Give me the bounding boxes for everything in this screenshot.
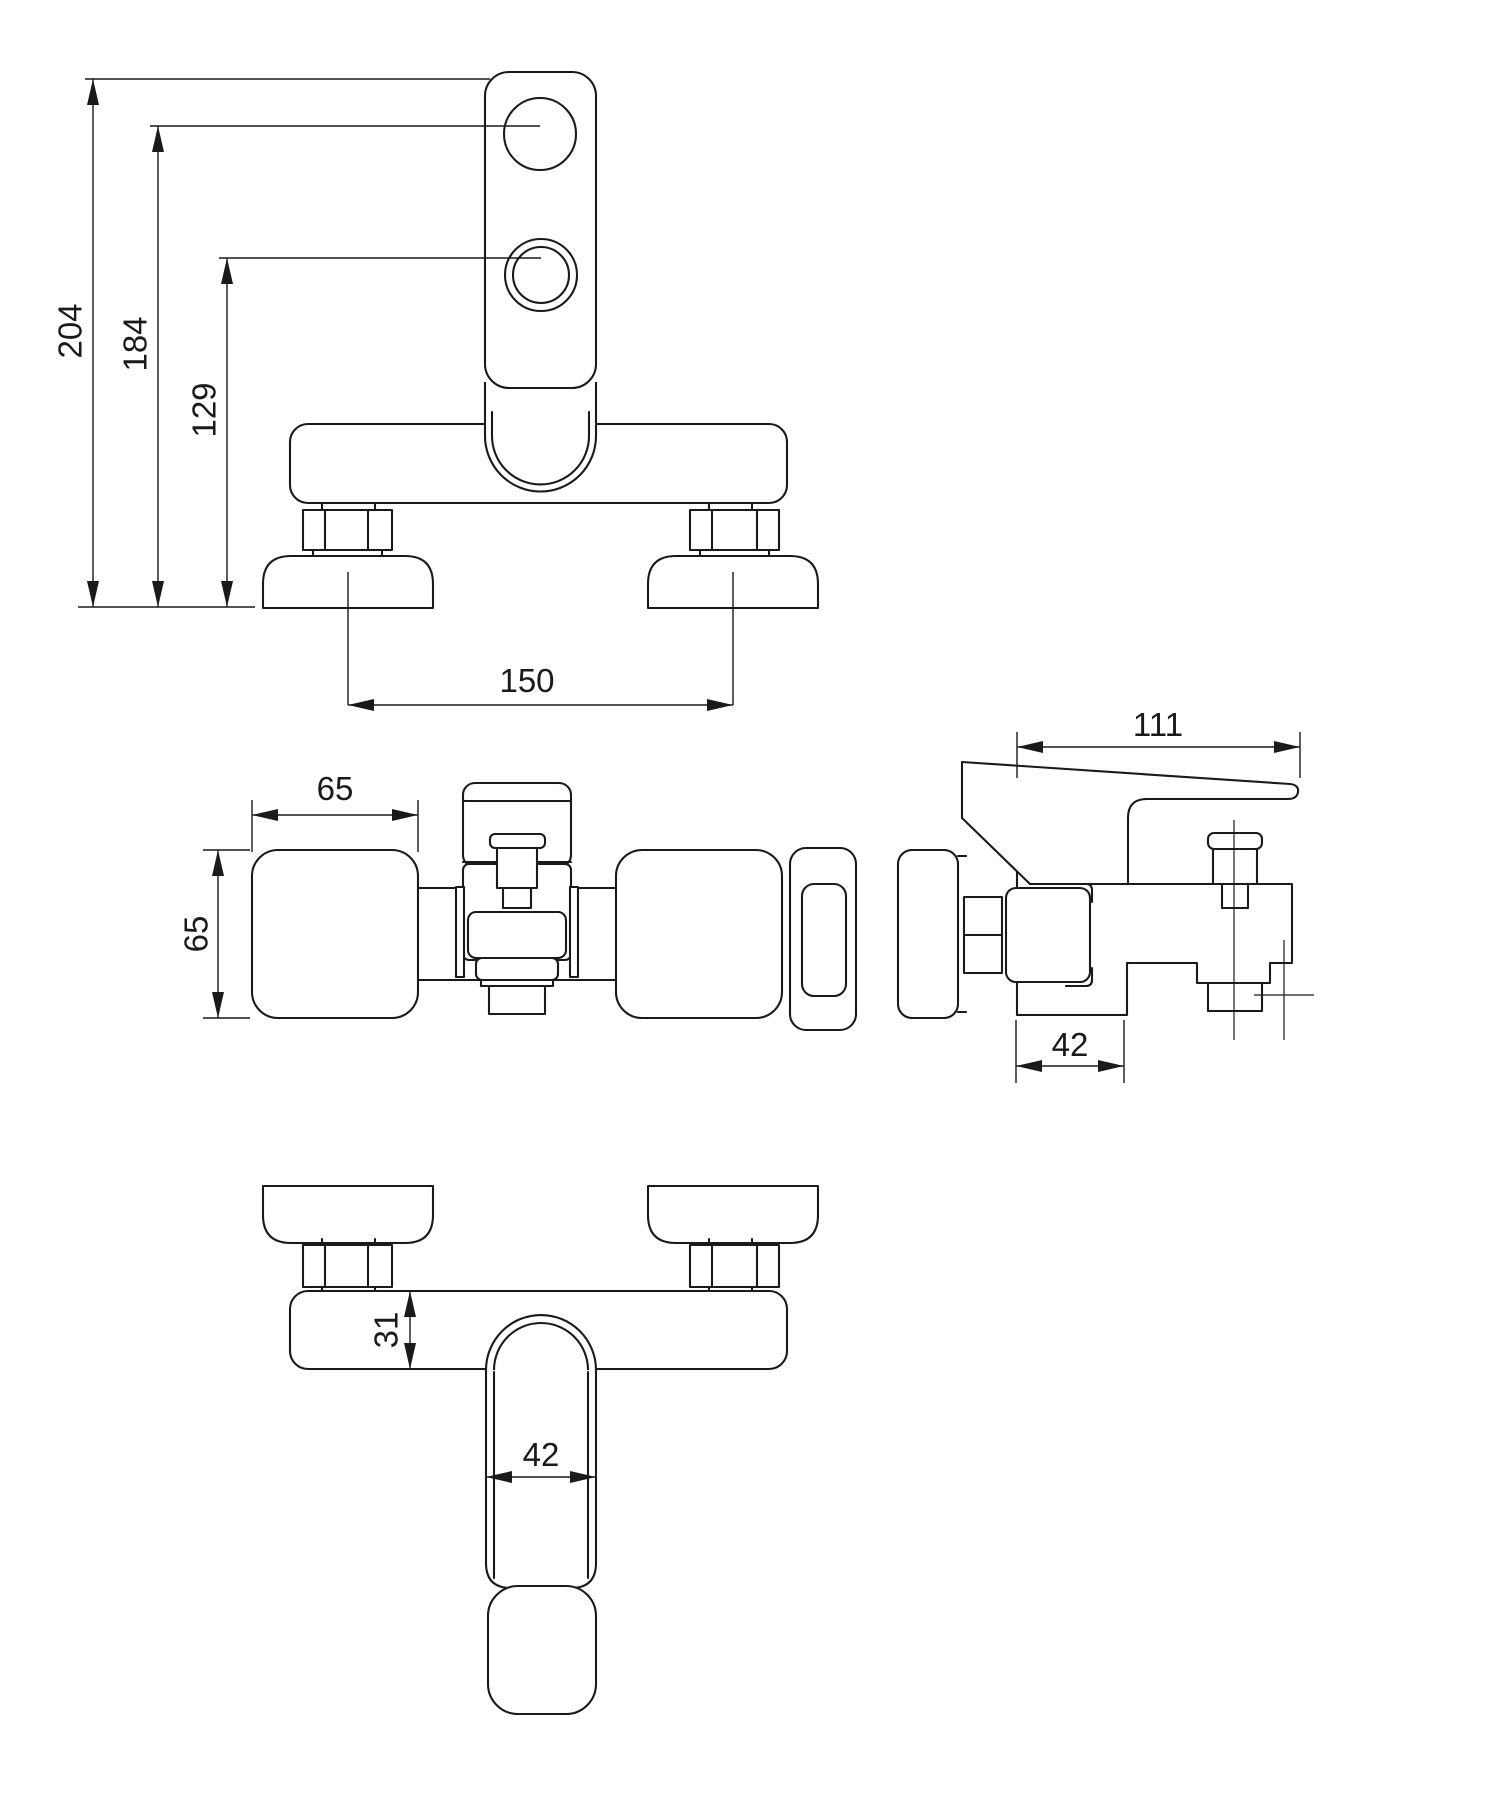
- side-spout-axis-cross: [1254, 940, 1314, 1040]
- front-u-connector-inner: [490, 410, 591, 486]
- side-dimensions: 111 42: [1015, 706, 1301, 1083]
- plan-outlet-nose: [487, 984, 547, 1016]
- front-left-nut-facets: [323, 508, 370, 552]
- bottom-left-nut-facets: [323, 1243, 370, 1289]
- bottom-flange-ticks: [320, 1237, 754, 1247]
- plan-right-flange: [614, 848, 784, 1020]
- bottom-handle-dome-outer: [484, 1313, 598, 1372]
- arrowheads-42-side: [1016, 1060, 1124, 1072]
- side-diverter-collar: [1220, 882, 1250, 910]
- bottom-bar-ticks: [320, 1285, 754, 1293]
- front-upper-hole: [502, 96, 578, 172]
- plan-handle-cap: [488, 832, 547, 850]
- bottom-handle-grip: [486, 1584, 598, 1716]
- bottom-left-flange: [261, 1184, 435, 1245]
- plan-handle-stem: [495, 846, 539, 890]
- plan-witness-65h: [251, 800, 419, 852]
- bottom-right-nut-facets: [710, 1243, 759, 1289]
- bottom-left-hex-nut: [301, 1243, 394, 1289]
- plan-dimensions: 65 65: [178, 770, 419, 1019]
- front-lower-hole-outer: [503, 237, 579, 313]
- side-view: 111 42: [788, 706, 1314, 1083]
- front-lower-hole-inner: [511, 245, 571, 305]
- bottom-view: 31 42: [261, 1184, 820, 1716]
- bottom-handle-dome-fill: [486, 1315, 596, 1370]
- bottom-handle-dome-inner: [492, 1321, 590, 1372]
- side-lever-handle: [960, 760, 1300, 886]
- dim-label-129: 129: [186, 382, 223, 437]
- side-mount-plate: [896, 848, 960, 1020]
- dim-label-65v: 65: [178, 916, 215, 953]
- dim-label-42-side: 42: [1052, 1026, 1089, 1063]
- bottom-right-hex-nut: [688, 1243, 781, 1289]
- side-escutcheon-face: [800, 882, 848, 998]
- plan-view: 65 65: [178, 770, 784, 1020]
- front-right-hex-nut: [688, 508, 781, 552]
- dim-label-111: 111: [1133, 706, 1183, 743]
- side-diverter-stem: [1211, 847, 1259, 886]
- side-witness-111: [1016, 732, 1301, 778]
- side-plate-steps: [956, 854, 968, 1014]
- front-view: 204 184 129 150: [52, 70, 820, 711]
- arrowheads-31: [404, 1291, 416, 1369]
- dim-label-65h: 65: [317, 770, 354, 807]
- plan-left-ear: [454, 885, 466, 979]
- plan-cartridge-inner: [466, 910, 568, 960]
- side-diverter-cap: [1206, 831, 1264, 851]
- plan-right-ear: [568, 885, 580, 979]
- plan-left-flange: [250, 848, 420, 1020]
- front-u-connector: [483, 382, 598, 493]
- front-right-nut-facets: [710, 508, 759, 552]
- dim-label-42-bottom: 42: [523, 1436, 560, 1473]
- side-cartridge-block: [1004, 886, 1092, 984]
- front-witness-150: [347, 572, 734, 705]
- bottom-dimensions: 31 42: [368, 1291, 596, 1483]
- side-witness-42: [1015, 1020, 1125, 1083]
- plan-outlet-collar: [474, 956, 560, 982]
- dim-label-204: 204: [52, 303, 89, 358]
- dim-label-184: 184: [117, 316, 154, 371]
- dim-label-150: 150: [499, 662, 554, 699]
- front-left-hex-nut: [301, 508, 394, 552]
- plan-witness-65v: [203, 849, 250, 1019]
- bottom-handle-inner-edges: [492, 1370, 590, 1580]
- front-dimensions: 204 184 129 150: [52, 78, 734, 711]
- bottom-right-flange: [646, 1184, 820, 1245]
- side-shower-outlet-nut: [1206, 981, 1264, 1013]
- arrowheads-42-bottom: [486, 1471, 596, 1483]
- plan-handle-stem-inner: [501, 886, 533, 910]
- dim-label-31: 31: [368, 1312, 405, 1349]
